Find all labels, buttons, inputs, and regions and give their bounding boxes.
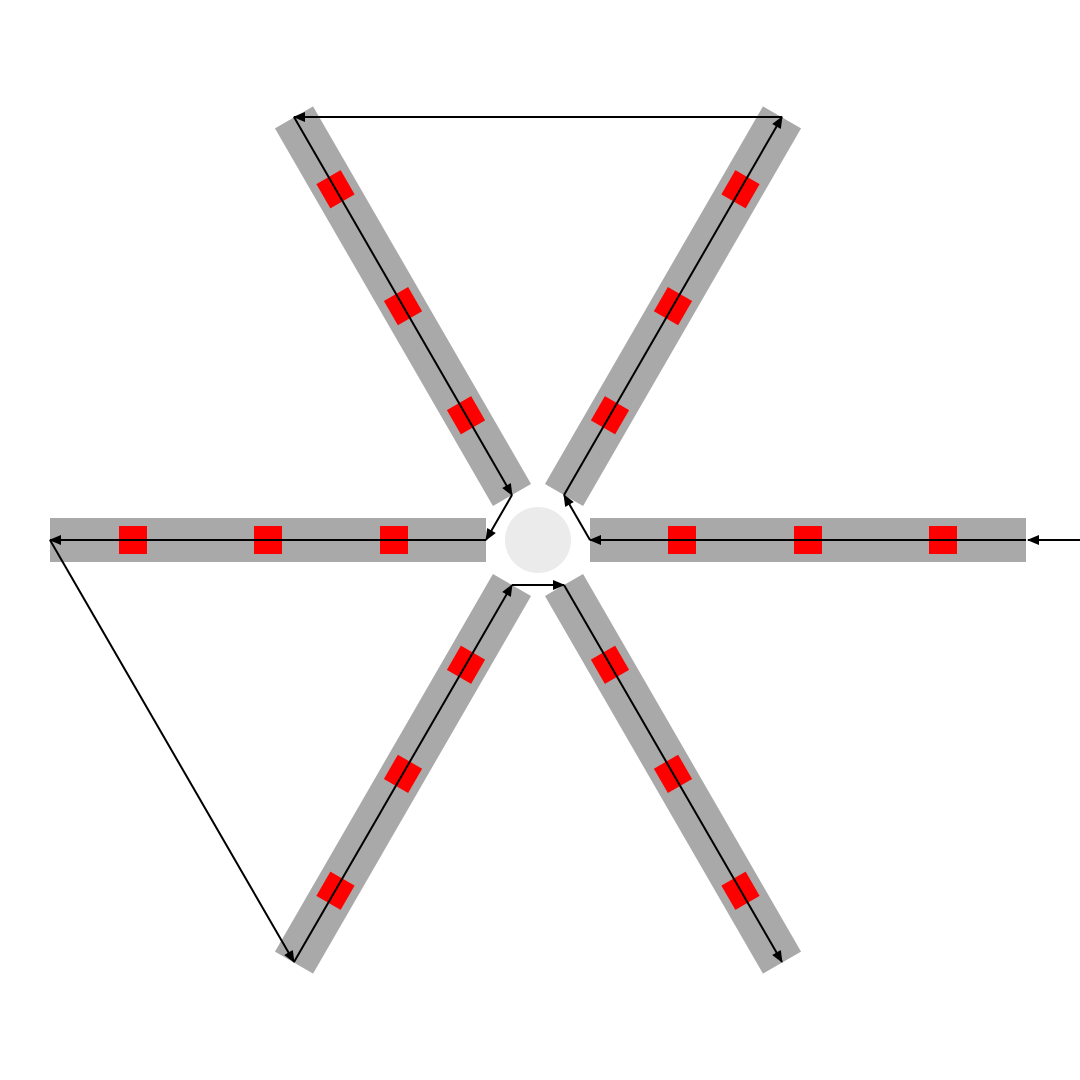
path-arrow: [563, 494, 591, 541]
path-arrow: [49, 539, 295, 963]
path-arrow: [293, 116, 513, 496]
routing-path: [49, 112, 1080, 963]
center-hub: [505, 507, 571, 573]
path-arrow: [485, 494, 513, 541]
path-arrow: [293, 584, 513, 963]
path-arrow: [563, 116, 783, 496]
path-arrow: [563, 584, 783, 963]
